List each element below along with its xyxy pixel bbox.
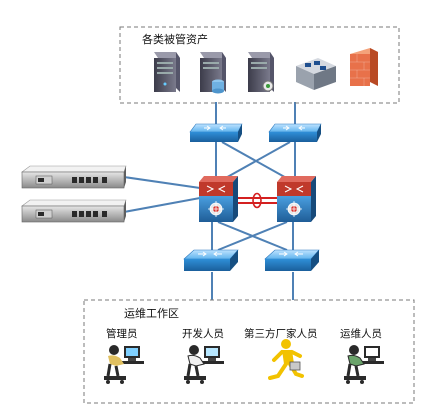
role-label-administrator: 管理员: [106, 327, 138, 340]
ops-engineer-icon: [344, 345, 384, 384]
network-links: [123, 102, 296, 300]
core-switch-icon: [277, 176, 316, 222]
firewall-icon: [350, 48, 378, 86]
server-tower-icon: [154, 52, 180, 92]
lower-switch-icon: [183, 249, 239, 271]
third-party-vendor-icon: [268, 339, 304, 380]
administrator-icon: [104, 345, 144, 384]
link-core-lower-cross-2: [217, 221, 288, 251]
asset-zone: 各类被管资产: [119, 26, 400, 104]
ops-zone-title: 运维工作区: [124, 307, 179, 320]
core-switch-icon: [199, 176, 238, 222]
lower-switch-icon: [264, 249, 320, 271]
role-label-ops-engineer: 运维人员: [340, 327, 382, 340]
storage-device-icon: [296, 58, 336, 90]
developer-icon: [184, 345, 224, 384]
asset-zone-border: [119, 26, 400, 104]
role-label-developer: 开发人员: [182, 327, 224, 340]
role-label-third-party-vendor: 第三方厂家人员: [244, 327, 318, 340]
ops-zone: 运维工作区 管理员 开发人员 第三方厂家人员 运维人员: [83, 299, 415, 404]
ops-zone-border: [83, 299, 415, 404]
bastion-appliance-icon: [21, 199, 127, 223]
app-server-icon: [248, 52, 274, 92]
bastion-appliance-icon: [21, 165, 127, 189]
ha-link: [238, 192, 277, 209]
link-appliance-top-core: [123, 176, 201, 189]
database-server-icon: [200, 52, 226, 94]
link-upper-core-cross-2: [221, 141, 291, 181]
upper-switch-icon: [189, 123, 243, 142]
asset-zone-title: 各类被管资产: [142, 32, 208, 46]
link-appliance-bottom-core: [123, 197, 201, 213]
ha-link-ring-icon: [252, 192, 262, 209]
upper-switch-icon: [268, 123, 322, 142]
